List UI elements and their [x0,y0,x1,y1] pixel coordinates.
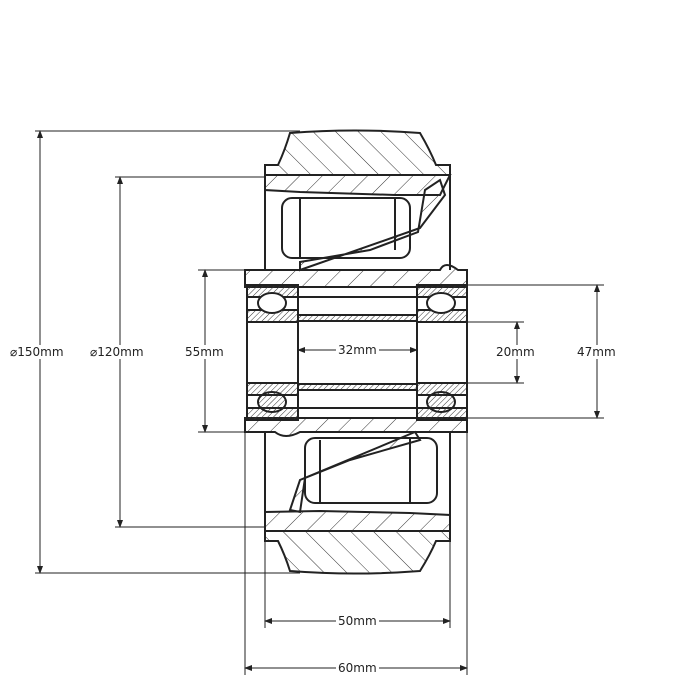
outer-diameter-label: ⌀150mm [8,345,66,359]
tread-width-label: 50mm [336,614,379,628]
hub-width-label: 60mm [336,661,379,675]
bearing-od-label: 47mm [575,345,618,359]
axle-diameter-label: 20mm [494,345,537,359]
tread-diameter-label: ⌀120mm [88,345,146,359]
bore-width-label: 32mm [336,343,379,357]
wheel-body [244,129,468,575]
dimension-lines [35,130,604,675]
hub-length-label: 55mm [183,345,226,359]
